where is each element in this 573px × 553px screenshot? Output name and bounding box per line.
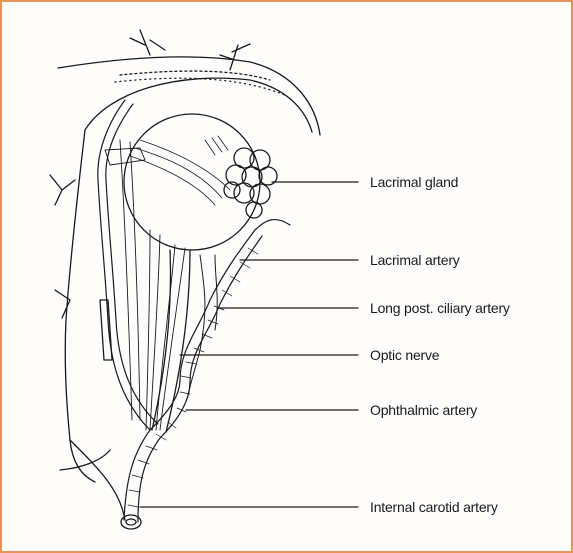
label-ophthalmic-artery: Ophthalmic artery [370, 402, 477, 418]
leader-lines [140, 182, 358, 507]
extraocular-muscles [105, 140, 185, 430]
label-optic-nerve: Optic nerve [370, 347, 439, 363]
label-internal-carotid-artery: Internal carotid artery [370, 499, 498, 515]
eyeball [124, 114, 260, 250]
label-lacrimal-gland: Lacrimal gland [370, 174, 458, 190]
label-long-post-ciliary-artery: Long post. ciliary artery [370, 300, 510, 316]
ciliary-arteries [188, 255, 217, 395]
label-lacrimal-artery: Lacrimal artery [370, 252, 460, 268]
orbital-wall [50, 130, 125, 520]
lacrimal-gland [224, 148, 277, 218]
orbital-roof [58, 30, 320, 135]
